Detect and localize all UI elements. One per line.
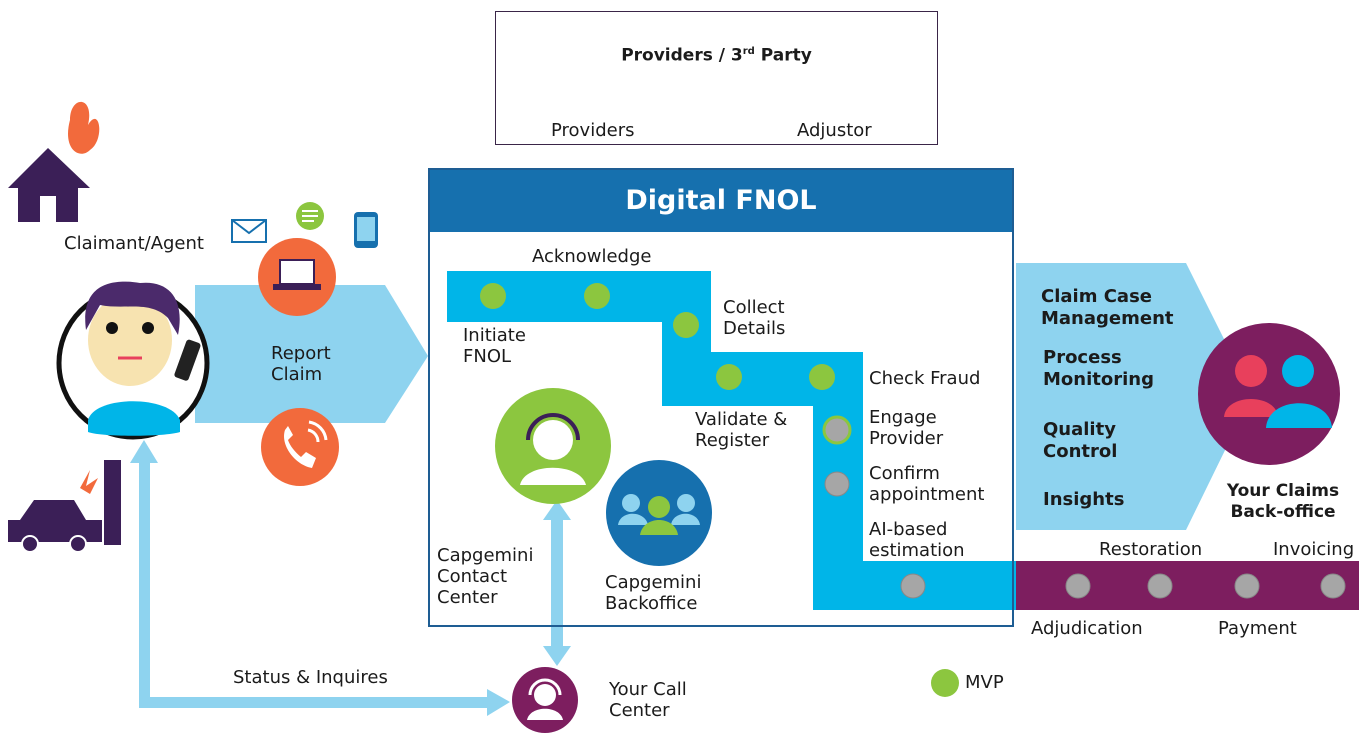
pipeline-adjudication: Adjudication <box>1031 618 1143 639</box>
your-call-center-label: Your Call Center <box>609 679 687 721</box>
claimant-agent-label: Claimant/Agent <box>64 233 204 254</box>
laptop-icon <box>258 238 336 316</box>
capability-process-monitoring: Process Monitoring <box>1043 347 1154 390</box>
step-check-fraud: Check Fraud <box>869 368 981 389</box>
capgemini-backoffice-label: Capgemini Backoffice <box>605 572 702 614</box>
phone-call-icon <box>261 408 339 486</box>
car-crash-icon <box>8 460 121 553</box>
report-claim-arrow <box>195 285 428 423</box>
digital-fnol-title: Digital FNOL <box>430 170 1012 232</box>
backoffice-arrow <box>1016 263 1252 530</box>
tablet-icon <box>354 212 378 248</box>
your-call-center-icon <box>512 667 578 733</box>
adjustor-label: Adjustor <box>797 120 872 141</box>
capability-claim-case: Claim Case Management <box>1041 286 1174 329</box>
status-inquires-label: Status & Inquires <box>233 667 388 688</box>
grey-dots <box>824 471 1346 599</box>
step-collect-details: Collect Details <box>723 297 786 339</box>
your-claims-backoffice-icon <box>1198 323 1340 465</box>
capgemini-backoffice-icon <box>606 460 712 566</box>
step-ai-estimation: AI-based estimation <box>869 519 965 561</box>
house-fire-icon <box>8 101 100 222</box>
capgemini-contact-center-icon <box>495 388 611 504</box>
envelope-icon <box>231 219 267 243</box>
mvp-dots <box>480 283 835 390</box>
providers-title-pre: Providers / 3 <box>621 45 743 66</box>
legend-mvp-dot <box>931 669 959 697</box>
step-confirm-appointment: Confirm appointment <box>869 463 985 505</box>
fnol-process-path <box>447 271 1016 610</box>
pipeline-restoration: Restoration <box>1099 539 1203 560</box>
engage-provider-dot <box>822 415 852 445</box>
legend-mvp-label: MVP <box>965 672 1004 693</box>
providers-title-post: Party <box>754 45 812 66</box>
providers-box-title: Providers / 3rd Party <box>495 20 938 67</box>
contact-to-callcenter-arrow <box>543 500 571 666</box>
chat-icon <box>296 202 324 230</box>
capability-quality-control: Quality Control <box>1043 419 1118 462</box>
claimant-avatar <box>56 281 210 440</box>
digital-fnol-box: Digital FNOL <box>428 168 1014 627</box>
step-validate-register: Validate & Register <box>695 409 788 451</box>
providers-box <box>495 11 938 145</box>
capgemini-contact-center-label: Capgemini Contact Center <box>437 545 534 608</box>
pipeline-payment: Payment <box>1218 618 1297 639</box>
pipeline-invoicing: Invoicing <box>1273 539 1355 560</box>
step-engage-provider: Engage Provider <box>869 407 944 449</box>
report-claim-label: Report Claim <box>271 343 331 385</box>
providers-label: Providers <box>551 120 635 141</box>
your-claims-backoffice-label: Your Claims Back-office <box>1226 481 1340 522</box>
providers-title-sup: rd <box>742 46 755 57</box>
step-acknowledge: Acknowledge <box>532 246 652 267</box>
step-initiate-fnol: Initiate FNOL <box>463 325 526 367</box>
status-flow-arrow <box>130 440 510 716</box>
capability-insights: Insights <box>1043 489 1125 510</box>
